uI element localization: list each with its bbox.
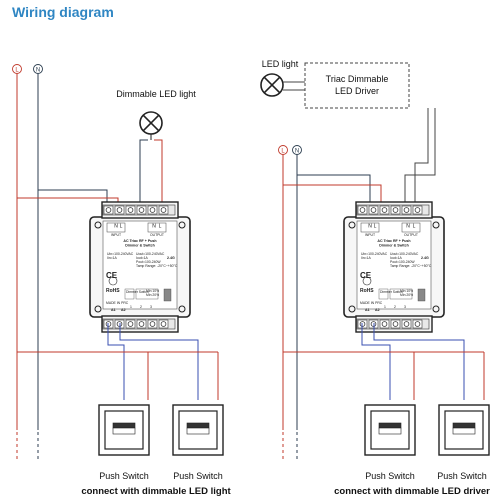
svg-text:N: N bbox=[114, 224, 118, 230]
svg-text:Min 20%: Min 20% bbox=[400, 293, 413, 297]
svg-text:N: N bbox=[152, 224, 156, 230]
svg-text:L: L bbox=[159, 224, 162, 230]
svg-text:L: L bbox=[120, 224, 123, 230]
svg-text:A1: A1 bbox=[111, 308, 116, 312]
svg-text:1: 1 bbox=[130, 305, 132, 309]
svg-text:Pout=100-240W: Pout=100-240W bbox=[390, 260, 415, 264]
svg-text:A2: A2 bbox=[121, 308, 126, 312]
left-push-switch-1 bbox=[98, 404, 150, 456]
right-driver-box: Triac Dimmable LED Driver bbox=[304, 62, 410, 109]
svg-text:L: L bbox=[413, 224, 416, 230]
svg-text:Dimmer Switch: Dimmer Switch bbox=[380, 290, 403, 294]
svg-text:Uin=100-240VAC: Uin=100-240VAC bbox=[107, 252, 134, 256]
right-live-line: L bbox=[278, 145, 288, 460]
svg-text:Iin=1A: Iin=1A bbox=[107, 256, 117, 260]
svg-text:Iout=1A: Iout=1A bbox=[136, 256, 149, 260]
svg-text:3: 3 bbox=[150, 305, 152, 309]
right-live-terminal-icon bbox=[278, 145, 288, 155]
left-live-line: L bbox=[12, 64, 22, 460]
svg-text:1: 1 bbox=[384, 305, 386, 309]
svg-text:2: 2 bbox=[394, 305, 396, 309]
page-title: Wiring diagram bbox=[12, 4, 114, 20]
svg-text:Min 10%: Min 10% bbox=[146, 289, 159, 293]
left-push-switch-2-label: Push Switch bbox=[173, 471, 223, 481]
left-neutral-label: N bbox=[36, 68, 40, 74]
svg-text:N: N bbox=[406, 224, 410, 230]
left-live-terminal-icon bbox=[12, 64, 22, 74]
svg-text:L: L bbox=[374, 224, 377, 230]
left-neutral-line: N bbox=[33, 64, 43, 460]
svg-text:Dimmer Switch: Dimmer Switch bbox=[126, 290, 149, 294]
left-lamp-label: Dimmable LED light bbox=[116, 89, 196, 99]
right-dimmer-module: N L INPUT N L OUTPUT AC Triac RF + Push … bbox=[343, 201, 445, 333]
svg-text:MADE IN PRC: MADE IN PRC bbox=[360, 301, 383, 305]
svg-text:Iout=1A: Iout=1A bbox=[390, 256, 403, 260]
right-lamp-label: LED light bbox=[262, 59, 299, 69]
svg-text:Min 20%: Min 20% bbox=[146, 293, 159, 297]
right-wiring-panel: LED light Triac Dimmable LED Driver L N bbox=[260, 59, 490, 497]
svg-text:Iin=1A: Iin=1A bbox=[361, 256, 371, 260]
svg-text:MADE IN PRC: MADE IN PRC bbox=[106, 301, 129, 305]
svg-text:Tamp Range: -20°C~+50°C: Tamp Range: -20°C~+50°C bbox=[390, 264, 432, 268]
left-caption: connect with dimmable LED light bbox=[81, 486, 231, 497]
svg-text:Uout=100-240VAC: Uout=100-240VAC bbox=[390, 252, 419, 256]
svg-text:A1: A1 bbox=[365, 308, 370, 312]
svg-text:Uout=100-240VAC: Uout=100-240VAC bbox=[136, 252, 165, 256]
driver-label-line2: LED Driver bbox=[335, 86, 379, 96]
svg-text:N: N bbox=[368, 224, 372, 230]
right-caption: connect with dimmable LED driver bbox=[334, 486, 490, 497]
svg-text:RoHS: RoHS bbox=[360, 288, 374, 294]
svg-text:AC Triac RF + Push: AC Triac RF + Push bbox=[123, 239, 156, 243]
svg-text:INPUT: INPUT bbox=[365, 233, 375, 237]
right-push-switch-2-label: Push Switch bbox=[437, 471, 487, 481]
svg-text:Uin=100-240VAC: Uin=100-240VAC bbox=[361, 252, 388, 256]
svg-text:2.4G: 2.4G bbox=[167, 256, 175, 260]
svg-text:Pout=100-240W: Pout=100-240W bbox=[136, 260, 161, 264]
left-lamp-icon bbox=[139, 111, 163, 135]
svg-text:INPUT: INPUT bbox=[111, 233, 121, 237]
svg-text:AC Triac RF + Push: AC Triac RF + Push bbox=[377, 239, 410, 243]
svg-text:Min 10%: Min 10% bbox=[400, 289, 413, 293]
svg-text:OUTPUT: OUTPUT bbox=[150, 233, 164, 237]
svg-text:CE: CE bbox=[360, 271, 372, 280]
right-lamp-icon bbox=[260, 73, 284, 97]
left-neutral-terminal-icon bbox=[33, 64, 43, 74]
right-push-switch-1-label: Push Switch bbox=[365, 471, 415, 481]
driver-label-line1: Triac Dimmable bbox=[326, 74, 389, 84]
svg-text:RoHS: RoHS bbox=[106, 288, 120, 294]
svg-text:Dimmer & Switch: Dimmer & Switch bbox=[379, 244, 409, 248]
right-neutral-terminal-icon bbox=[292, 145, 302, 155]
right-live-label: L bbox=[281, 149, 285, 155]
left-live-label: L bbox=[15, 68, 19, 74]
svg-text:OUTPUT: OUTPUT bbox=[404, 233, 418, 237]
left-push-switch-2 bbox=[172, 404, 224, 456]
svg-text:2: 2 bbox=[140, 305, 142, 309]
svg-text:3: 3 bbox=[404, 305, 406, 309]
right-push-switch-2 bbox=[438, 404, 490, 456]
right-push-switch-1 bbox=[364, 404, 416, 456]
left-dimmer-module: N L INPUT N L OUTPUT AC Triac RF + Push … bbox=[89, 201, 191, 333]
left-push-switch-1-label: Push Switch bbox=[99, 471, 149, 481]
svg-text:A2: A2 bbox=[375, 308, 380, 312]
svg-text:Tamp Range: -20°C~+50°C: Tamp Range: -20°C~+50°C bbox=[136, 264, 178, 268]
svg-text:2.4G: 2.4G bbox=[421, 256, 429, 260]
right-neutral-line: N bbox=[292, 145, 302, 460]
svg-text:Dimmer & Switch: Dimmer & Switch bbox=[125, 244, 155, 248]
right-neutral-label: N bbox=[295, 149, 299, 155]
left-wiring-panel: L N Dimmable LED light N L INPUT N L OUT… bbox=[12, 64, 232, 497]
svg-text:CE: CE bbox=[106, 271, 118, 280]
